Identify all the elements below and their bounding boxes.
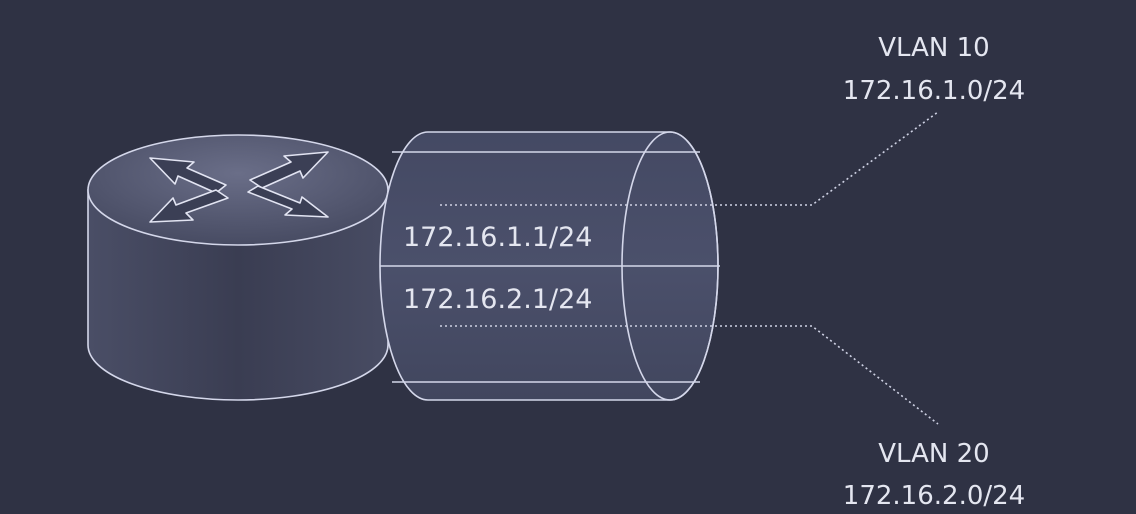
trunk-link-cylinder: [379, 131, 720, 401]
router-arrows-icon: [149, 151, 329, 223]
vlan10-network: 172.16.1.0/24: [843, 76, 1025, 106]
router-icon: [87, 134, 389, 401]
vlan10-connector-line: [440, 111, 939, 206]
vlan20-name: VLAN 20: [878, 439, 989, 469]
vlan20-connector-line: [440, 325, 939, 425]
vlan20-network: 172.16.2.0/24: [843, 481, 1025, 511]
subinterface-1-label: 172.16.1.1/24: [403, 222, 592, 253]
vlan10-name: VLAN 10: [878, 33, 989, 63]
trunk-end-cap: [621, 131, 719, 401]
subinterface-2-label: 172.16.2.1/24: [403, 284, 592, 315]
